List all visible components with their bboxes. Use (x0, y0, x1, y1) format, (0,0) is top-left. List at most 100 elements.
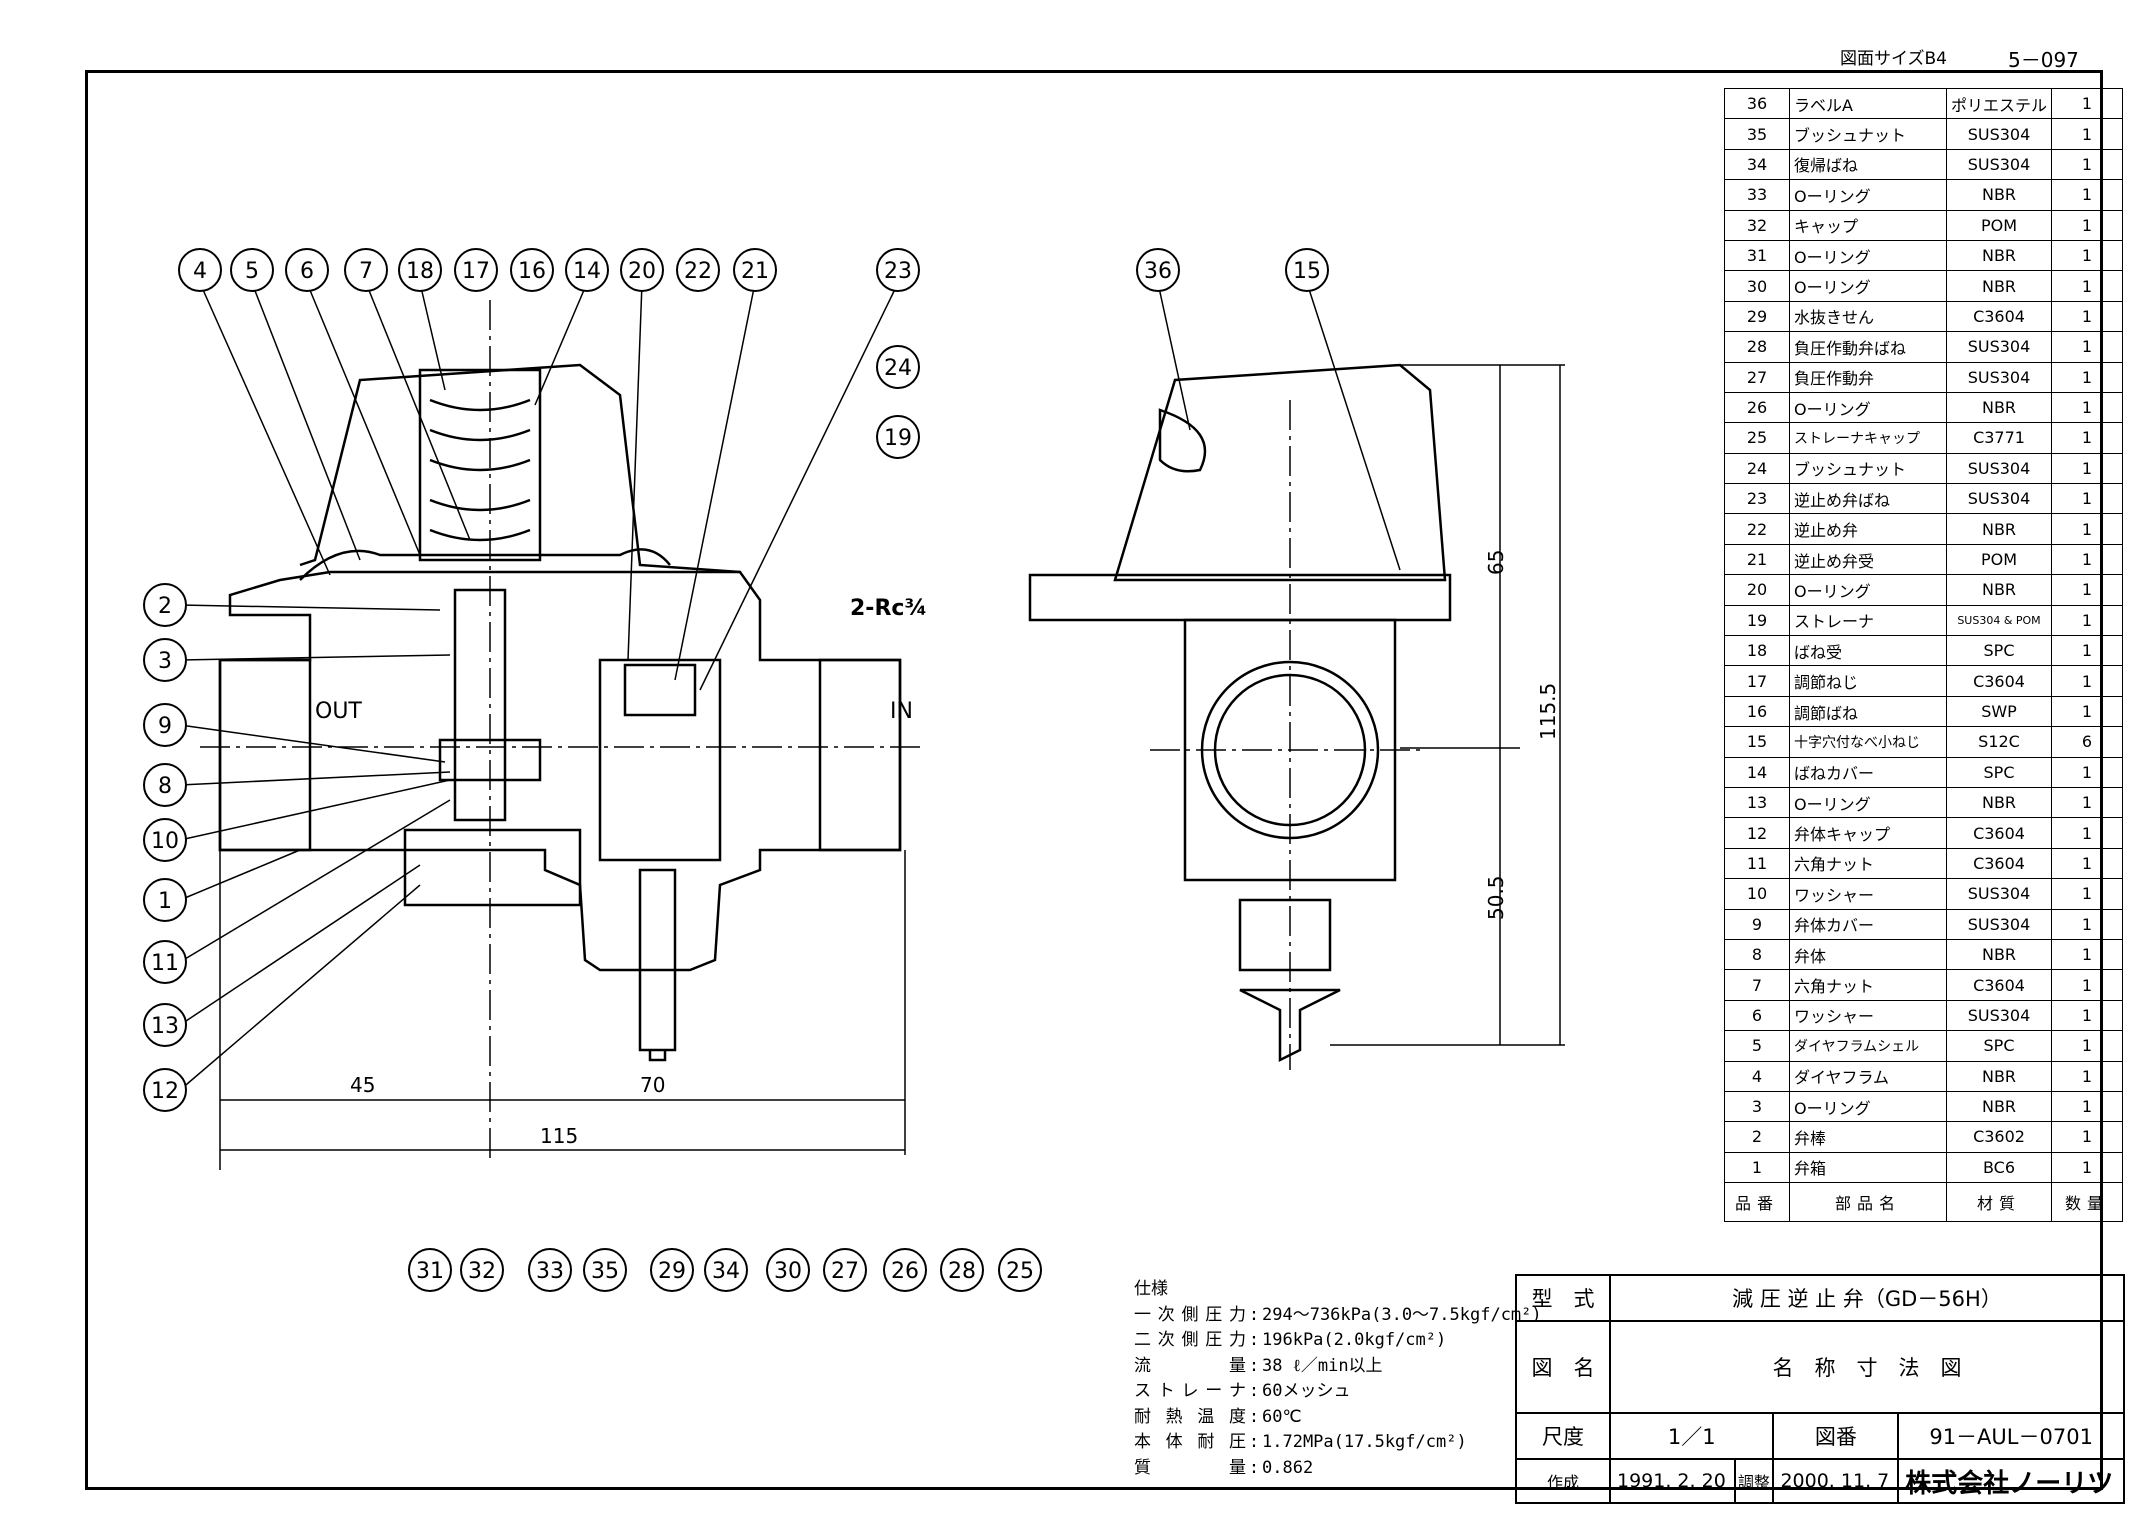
parts-cell-name: 弁体 (1789, 938, 1947, 971)
callout-number: 27 (831, 1259, 859, 1284)
parts-cell-qty: 1 (2051, 938, 2124, 971)
parts-cell-name: ばね受 (1789, 635, 1947, 667)
parts-cell-material: NBR (1945, 179, 2053, 211)
callout-circle (620, 248, 664, 292)
callout-circle (998, 1248, 1042, 1292)
spec-colon: : (1248, 1381, 1260, 1401)
parts-cell-material: NBR (1945, 786, 2053, 819)
parts-cell-name: 弁棒 (1789, 1121, 1947, 1153)
callout-circle (143, 1068, 187, 1112)
callout-number: 15 (1293, 259, 1321, 284)
callout-circle (143, 818, 187, 862)
spec-row: 質量:0.862 (1134, 1456, 1542, 1482)
parts-cell-material: SUS304 (1945, 999, 2053, 1032)
spec-value: 196kPa(2.0kgf/cm²) (1262, 1330, 1447, 1350)
company-name: 株式会社ノーリツ (1897, 1458, 2125, 1504)
main-dimensions (219, 850, 906, 1170)
parts-header-no: 品番 (1724, 1182, 1790, 1223)
callout-circle (143, 583, 187, 627)
parts-cell-no: 29 (1724, 300, 1790, 333)
parts-cell-material: SUS304 & POM (1945, 604, 2053, 637)
dim-115: 115 (540, 1124, 578, 1148)
parts-cell-material: NBR (1945, 574, 2053, 606)
parts-cell-qty: 1 (2051, 452, 2124, 485)
title-block: 型 式 減 圧 逆 止 弁（GD－56H） 図 名 名 称 寸 法 図 尺度 1… (1515, 1274, 2125, 1504)
callout-number: 9 (158, 714, 172, 739)
in-label: IN (890, 699, 913, 724)
spec-colon: : (1248, 1355, 1260, 1376)
port-labels: OUT IN 2-Rc¾ (315, 596, 927, 724)
parts-cell-name: 弁体キャップ (1789, 817, 1947, 849)
parts-cell-qty: 1 (2051, 239, 2124, 272)
parts-cell-qty: 6 (2051, 726, 2124, 758)
parts-cell-no: 21 (1724, 543, 1790, 576)
parts-cell-name: Oーリング (1789, 786, 1947, 819)
parts-cell-qty: 1 (2051, 331, 2124, 363)
spec-key: 本体耐圧 (1134, 1432, 1246, 1452)
parts-cell-no: 36 (1724, 87, 1790, 120)
parts-cell-material: NBR (1945, 513, 2053, 545)
parts-cell-qty: 1 (2051, 179, 2124, 211)
callout-circle (143, 763, 187, 807)
callout-number: 3 (158, 649, 172, 674)
parts-cell-material: NBR (1945, 270, 2053, 302)
callout-circle (230, 248, 274, 292)
parts-cell-material: C3604 (1945, 665, 2053, 697)
callout-number: 34 (712, 1259, 740, 1284)
dim-50-5: 50.5 (1484, 875, 1508, 920)
parts-cell-no: 23 (1724, 483, 1790, 515)
check-valve (623, 663, 697, 717)
callout-number: 35 (591, 1259, 619, 1284)
spec-colon: : (1248, 1432, 1260, 1452)
callout-circle (733, 248, 777, 292)
parts-cell-no: 6 (1724, 999, 1790, 1032)
parts-cell-qty: 1 (2051, 209, 2124, 241)
made-label: 作成 (1515, 1458, 1611, 1504)
thread-label: 2-Rc¾ (850, 596, 927, 621)
callout-number: 29 (658, 1259, 686, 1284)
parts-cell-name: 弁体カバー (1789, 908, 1947, 940)
drawing-name-label: 図 名 (1515, 1320, 1611, 1414)
parts-cell-qty: 1 (2051, 665, 2124, 697)
valve-body-cap (403, 828, 582, 907)
dwg-no-value: 91－AUL－0701 (1897, 1412, 2125, 1460)
parts-cell-qty: 1 (2051, 148, 2124, 181)
revised-date: 2000. 11. 7 (1772, 1458, 1900, 1504)
spec-key: 耐熱温度 (1134, 1406, 1246, 1427)
parts-cell-name: 調節ばね (1789, 695, 1947, 728)
parts-cell-material: C3604 (1945, 969, 2053, 1001)
parts-cell-material: SUS304 (1945, 148, 2053, 181)
dim-65: 65 (1484, 550, 1508, 575)
parts-cell-qty: 1 (2051, 695, 2124, 728)
callout-circle (408, 1248, 452, 1292)
parts-cell-no: 31 (1724, 239, 1790, 272)
scale-value: 1／1 (1608, 1412, 1775, 1460)
parts-cell-material: SUS304 (1945, 452, 2053, 485)
spec-key: 流量 (1134, 1355, 1246, 1376)
parts-cell-no: 14 (1724, 756, 1790, 788)
parts-cell-qty: 1 (2051, 1151, 2124, 1184)
spec-value: 60メッシュ (1262, 1381, 1351, 1401)
callout-circle (1285, 248, 1329, 292)
parts-cell-name: ストレーナキャップ (1789, 422, 1947, 454)
parts-cell-no: 17 (1724, 665, 1790, 697)
parts-cell-material: C3604 (1945, 847, 2053, 880)
parts-cell-no: 27 (1724, 361, 1790, 393)
spring-coils (429, 398, 531, 542)
parts-cell-name: 十字穴付なべ小ねじ (1789, 726, 1947, 758)
callout-circle (143, 638, 187, 682)
parts-cell-qty: 1 (2051, 422, 2124, 454)
parts-cell-material: SUS304 (1945, 331, 2053, 363)
parts-cell-material: POM (1945, 543, 2053, 576)
